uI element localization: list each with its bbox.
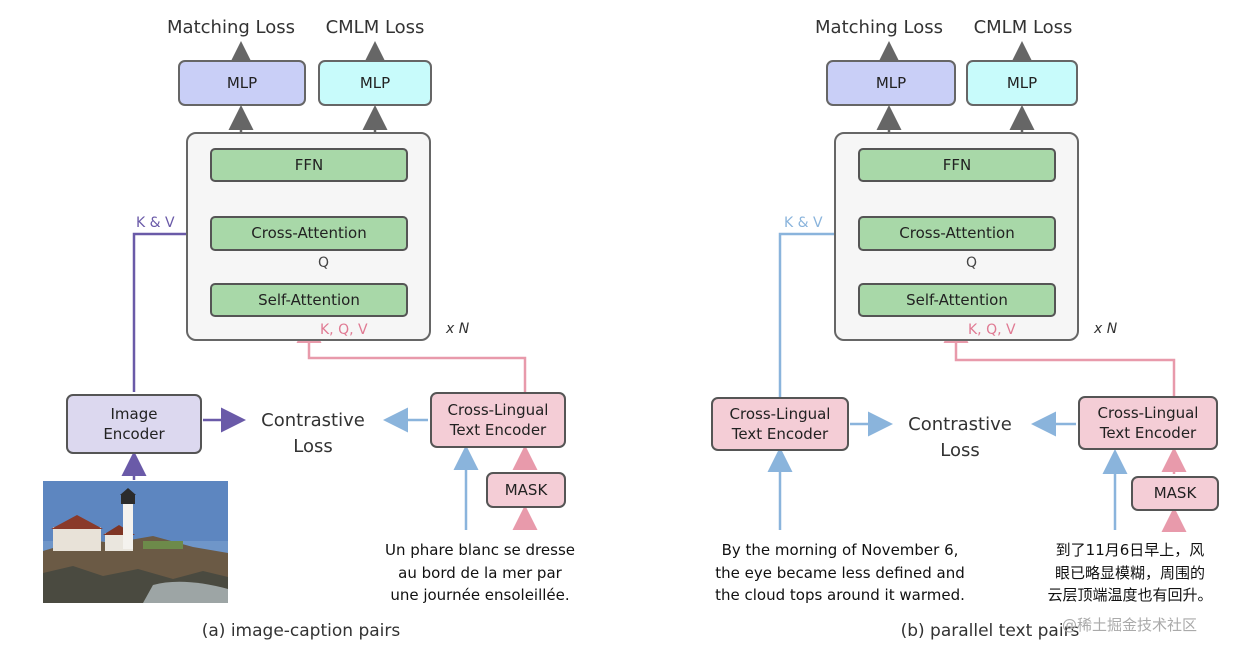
lighthouse-photo bbox=[43, 481, 228, 603]
contrastive-line2: Loss bbox=[293, 436, 333, 457]
image-encoder-line1: Image bbox=[110, 404, 158, 423]
cmlm-loss-label: CMLM Loss bbox=[325, 17, 425, 38]
target-line3: 云层顶端温度也有回升。 bbox=[1047, 586, 1213, 604]
target-sentence-b: 到了11月6日早上，风 眼已略显模糊，周围的 云层顶端温度也有回升。 bbox=[1028, 539, 1232, 607]
matching-loss-label: Matching Loss bbox=[167, 17, 295, 38]
text-encoder-line2: Text Encoder bbox=[1099, 424, 1197, 442]
contrastive-loss-a: Contrastive Loss bbox=[244, 408, 382, 460]
caption-line1: Un phare blanc se dresse bbox=[385, 541, 575, 559]
kv-label: K & V bbox=[784, 215, 823, 231]
panel-a-caption: (a) image-caption pairs bbox=[201, 621, 401, 641]
mlp-cmlm: MLP bbox=[966, 60, 1078, 106]
repeat-n-label: x N bbox=[446, 321, 470, 337]
mask-box-b: MASK bbox=[1131, 476, 1219, 511]
ffn-layer: FFN bbox=[858, 148, 1056, 182]
target-line2: 眼已略显模糊，周围的 bbox=[1054, 563, 1205, 582]
q-label: Q bbox=[318, 255, 330, 271]
mlp-matching: MLP bbox=[178, 60, 306, 106]
image-encoder: Image Encoder bbox=[66, 394, 202, 454]
kqv-label: K, Q, V bbox=[320, 322, 368, 338]
mask-box-a: MASK bbox=[486, 472, 566, 508]
source-line2: the eye became less defined and bbox=[715, 563, 965, 582]
panel-b-caption: (b) parallel text pairs bbox=[900, 621, 1080, 641]
contrastive-line1: Contrastive bbox=[261, 410, 365, 431]
caption-line2: au bord de la mer par bbox=[398, 563, 562, 582]
repeat-n-label: x N bbox=[1094, 321, 1118, 337]
kqv-label: K, Q, V bbox=[968, 322, 1016, 338]
self-attention-layer: Self-Attention bbox=[210, 283, 408, 317]
contrastive-line2: Loss bbox=[940, 440, 980, 461]
target-line1: 到了11月6日早上，风 bbox=[1055, 541, 1205, 559]
mlp-cmlm: MLP bbox=[318, 60, 432, 106]
text-encoder-a: Cross-Lingual Text Encoder bbox=[430, 392, 566, 448]
q-label: Q bbox=[966, 255, 978, 271]
source-line3: the cloud tops around it warmed. bbox=[715, 586, 965, 604]
caption-line3: une journée ensoleillée. bbox=[390, 586, 570, 604]
caption-input-a: Un phare blanc se dresse au bord de la m… bbox=[360, 539, 600, 607]
watermark: @稀土掘金技术社区 bbox=[1062, 616, 1198, 634]
cross-attention-layer: Cross-Attention bbox=[210, 216, 408, 251]
text-encoder-right-b: Cross-Lingual Text Encoder bbox=[1078, 396, 1218, 450]
ffn-layer: FFN bbox=[210, 148, 408, 182]
matching-loss-label: Matching Loss bbox=[815, 17, 943, 38]
cmlm-loss-label: CMLM Loss bbox=[973, 17, 1073, 38]
source-sentence-b: By the morning of November 6, the eye be… bbox=[690, 539, 990, 607]
contrastive-line1: Contrastive bbox=[908, 414, 1012, 435]
image-encoder-line2: Encoder bbox=[103, 425, 165, 443]
source-line1: By the morning of November 6, bbox=[721, 541, 959, 559]
text-encoder-line1: Cross-Lingual bbox=[1097, 403, 1199, 422]
self-attention-layer: Self-Attention bbox=[858, 283, 1056, 317]
contrastive-loss-b: Contrastive Loss bbox=[891, 412, 1029, 464]
text-encoder-left-b: Cross-Lingual Text Encoder bbox=[711, 397, 849, 451]
text-encoder-line2: Text Encoder bbox=[731, 425, 829, 443]
text-encoder-line1: Cross-Lingual bbox=[447, 400, 549, 419]
text-encoder-line2: Text Encoder bbox=[449, 421, 547, 439]
mlp-matching: MLP bbox=[826, 60, 956, 106]
text-encoder-line1: Cross-Lingual bbox=[729, 404, 831, 423]
cross-attention-layer: Cross-Attention bbox=[858, 216, 1056, 251]
kv-label: K & V bbox=[136, 215, 175, 231]
